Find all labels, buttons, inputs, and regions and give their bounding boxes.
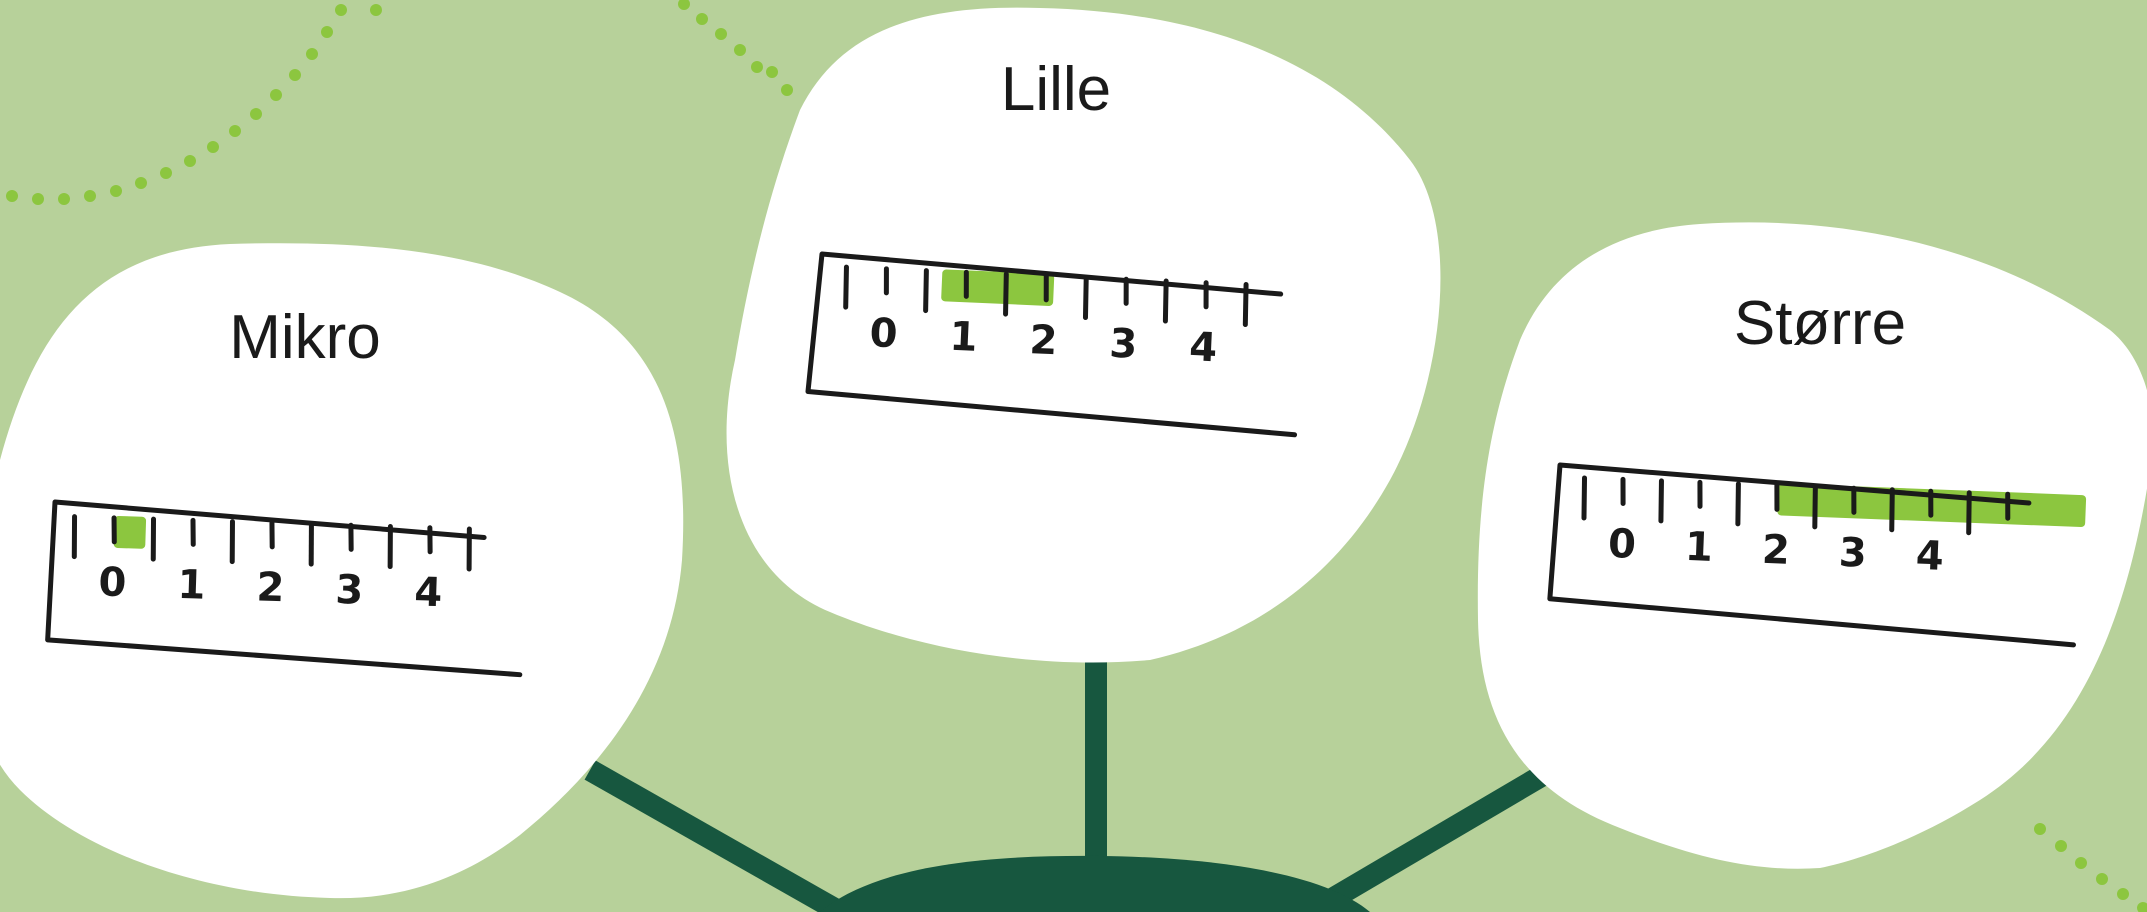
ruler-tick: [1003, 271, 1009, 317]
dotted-arc-decoration-top: [678, 0, 793, 96]
ruler-ticks: [843, 264, 1249, 328]
ruler-tick: [1162, 278, 1169, 324]
ruler-number: 4: [414, 569, 443, 616]
ruler-ticks: [71, 514, 472, 572]
ruler-tick: [269, 520, 275, 550]
ruler-number: 3: [1838, 530, 1868, 577]
ruler-lille: 0 1 2 3 4: [805, 251, 1298, 438]
ruler-tick: [1581, 475, 1588, 521]
ruler-tick: [1242, 282, 1249, 328]
ruler-outline: [1547, 462, 2076, 648]
ruler-tick: [1889, 487, 1895, 533]
ruler-tick: [1851, 485, 1857, 515]
ruler-tick: [387, 524, 393, 570]
ruler-tick: [1658, 478, 1664, 524]
ruler-tick: [190, 517, 196, 547]
ruler-tick: [1043, 273, 1049, 303]
ruler-number: 0: [98, 559, 127, 606]
ruler-tick: [71, 514, 78, 560]
ruler-tick: [1928, 488, 1934, 518]
ruler-number: 0: [1607, 521, 1637, 568]
ruler-tick: [923, 268, 929, 314]
ruler-tick: [1774, 482, 1780, 512]
connector-mikro: [584, 760, 846, 912]
ruler-number: 2: [1761, 527, 1791, 574]
ruler-tick: [883, 266, 889, 296]
ruler-outline: [45, 499, 523, 678]
connector-lines: [584, 640, 1566, 912]
ruler-tick: [1697, 479, 1703, 509]
bubble-title-mikro: Mikro: [229, 303, 381, 372]
dotted-arc-decoration-bottom-right: [2034, 823, 2147, 912]
dotted-arc-decoration-left: [6, 4, 382, 205]
ruler-highlight-layer: [941, 269, 1055, 306]
ruler-outline: [805, 251, 1298, 438]
ruler-highlight: [941, 269, 1055, 306]
ruler-numbers: 0 1 2 3 4: [869, 310, 1219, 371]
ruler-number: 3: [1108, 321, 1138, 368]
ruler-highlight: [113, 516, 147, 549]
ruler-tick: [229, 519, 235, 565]
ruler-tick: [1735, 481, 1741, 527]
bubble-title-storre: Større: [1734, 289, 1906, 358]
ruler-tick: [1812, 484, 1818, 530]
ruler-number: 1: [1684, 524, 1714, 571]
ruler-tick: [1123, 276, 1129, 306]
ruler-highlight-layer: [113, 516, 147, 549]
ruler-number: 4: [1915, 533, 1945, 580]
ruler-numbers: 0 1 2 3 4: [98, 559, 443, 616]
ruler-tick: [963, 269, 969, 299]
ruler-tick: [308, 521, 314, 567]
ruler-tick: [1082, 275, 1089, 321]
ruler-tick: [843, 264, 849, 310]
ruler-tick: [427, 525, 433, 555]
ruler-mikro: 0 1 2 3 4: [45, 499, 523, 678]
central-hub: [820, 855, 1370, 912]
bubble-storre: [1477, 222, 2147, 869]
ruler-number: 1: [949, 314, 979, 361]
ruler-tick: [150, 516, 157, 562]
ruler-tick: [466, 526, 472, 572]
ruler-number: 2: [1029, 317, 1059, 364]
bubble-lille: [726, 7, 1441, 663]
bubble-title-lille: Lille: [1001, 55, 1111, 124]
connector-storre: [1304, 755, 1566, 912]
ruler-ticks: [1581, 475, 2011, 536]
bubble-mikro: [0, 243, 684, 899]
ruler-number: 4: [1188, 324, 1218, 371]
ruler-number: 1: [177, 562, 206, 609]
ruler-tick: [1620, 476, 1626, 506]
ruler-tick: [111, 515, 117, 545]
ruler-tick: [2005, 491, 2011, 521]
ruler-tick: [348, 522, 354, 552]
ruler-tick: [1203, 280, 1209, 310]
ruler-tick: [1966, 490, 1972, 536]
ruler-number: 0: [869, 310, 899, 357]
ruler-number: 2: [256, 564, 285, 611]
ruler-number: 3: [335, 567, 364, 614]
